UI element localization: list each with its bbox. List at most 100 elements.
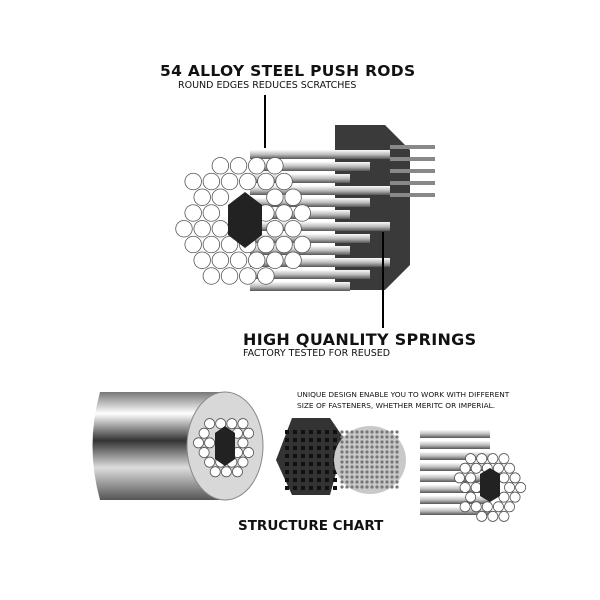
push-rod [250, 198, 370, 207]
spring [380, 485, 384, 489]
spring [350, 460, 354, 464]
rod-end [487, 453, 499, 465]
plate-hole [301, 478, 305, 482]
headline-subtitle: ROUND EDGES REDUCES SCRATCHES [178, 80, 357, 91]
plate-hole [293, 478, 297, 482]
spring [355, 445, 359, 449]
rod-end [481, 501, 493, 513]
spring [350, 445, 354, 449]
springs-cluster [334, 426, 406, 494]
spring [385, 450, 389, 454]
rod-end [459, 501, 471, 513]
plate-hole [325, 478, 329, 482]
plate-hole [325, 438, 329, 442]
rod-end [211, 220, 230, 238]
push-rod [250, 222, 390, 231]
plate-hole [333, 430, 337, 434]
rod-end [476, 453, 488, 465]
rod-end [515, 482, 527, 493]
rod-end [504, 482, 516, 493]
plate-hole [325, 454, 329, 458]
spring [365, 455, 369, 459]
spring [375, 445, 379, 449]
push-rod [420, 430, 490, 438]
spring [355, 440, 359, 444]
spring [395, 450, 399, 454]
plate-hole [309, 470, 313, 474]
spring [395, 435, 399, 439]
plate-hole [293, 446, 297, 450]
spring [370, 435, 374, 439]
spring [390, 430, 394, 434]
spring [355, 455, 359, 459]
spring [370, 475, 374, 479]
spring [380, 480, 384, 484]
rod-end [257, 172, 275, 191]
spring [380, 430, 384, 434]
spring [385, 475, 389, 479]
plate-hole [317, 446, 321, 450]
spring [360, 430, 364, 434]
spring [370, 480, 374, 484]
push-rod [420, 507, 490, 515]
spring [395, 480, 399, 484]
spring [355, 450, 359, 454]
push-rod [420, 496, 490, 504]
spring [375, 480, 379, 484]
spring [375, 485, 379, 489]
push-rod [250, 270, 370, 279]
spring [340, 450, 344, 454]
rod-tip [390, 193, 435, 197]
spring [390, 450, 394, 454]
rod-end [293, 235, 311, 254]
spring [395, 460, 399, 464]
plate-hole [293, 454, 297, 458]
rod-end [239, 172, 257, 191]
rod-end [204, 437, 216, 449]
rod-end [204, 456, 216, 468]
rod-end [184, 204, 202, 222]
spring [345, 460, 349, 464]
spring [375, 465, 379, 469]
rod-end [266, 220, 284, 238]
spring [340, 435, 344, 439]
spring [375, 460, 379, 464]
plate-hole [325, 446, 329, 450]
spring [360, 465, 364, 469]
rod-end [198, 447, 210, 458]
rod-end [492, 501, 504, 513]
spring [385, 485, 389, 489]
spring [365, 465, 369, 469]
spring [365, 445, 369, 449]
rod-end [209, 466, 221, 478]
spring [340, 460, 344, 464]
rod-end [198, 427, 210, 439]
spring [350, 455, 354, 459]
spring [375, 440, 379, 444]
springs-title: HIGH QUANLITY SPRINGS [243, 330, 477, 349]
spring [380, 450, 384, 454]
spring [380, 440, 384, 444]
spring [360, 450, 364, 454]
rod-end [504, 501, 516, 513]
rod-end [237, 418, 249, 430]
spring [380, 465, 384, 469]
rod-end [211, 251, 230, 269]
rod-end [237, 456, 249, 468]
spring [345, 430, 349, 434]
plate-hole [301, 486, 305, 490]
spring [390, 475, 394, 479]
socket-exploded-main [175, 125, 435, 291]
rod-end [257, 235, 275, 254]
rod-end [487, 510, 499, 522]
spring [355, 475, 359, 479]
spring [365, 470, 369, 474]
spring [365, 475, 369, 479]
spring [375, 455, 379, 459]
rod-end [215, 418, 227, 430]
spring [390, 445, 394, 449]
spring [360, 475, 364, 479]
plate-hole [309, 430, 313, 434]
spring [355, 465, 359, 469]
spring [360, 485, 364, 489]
